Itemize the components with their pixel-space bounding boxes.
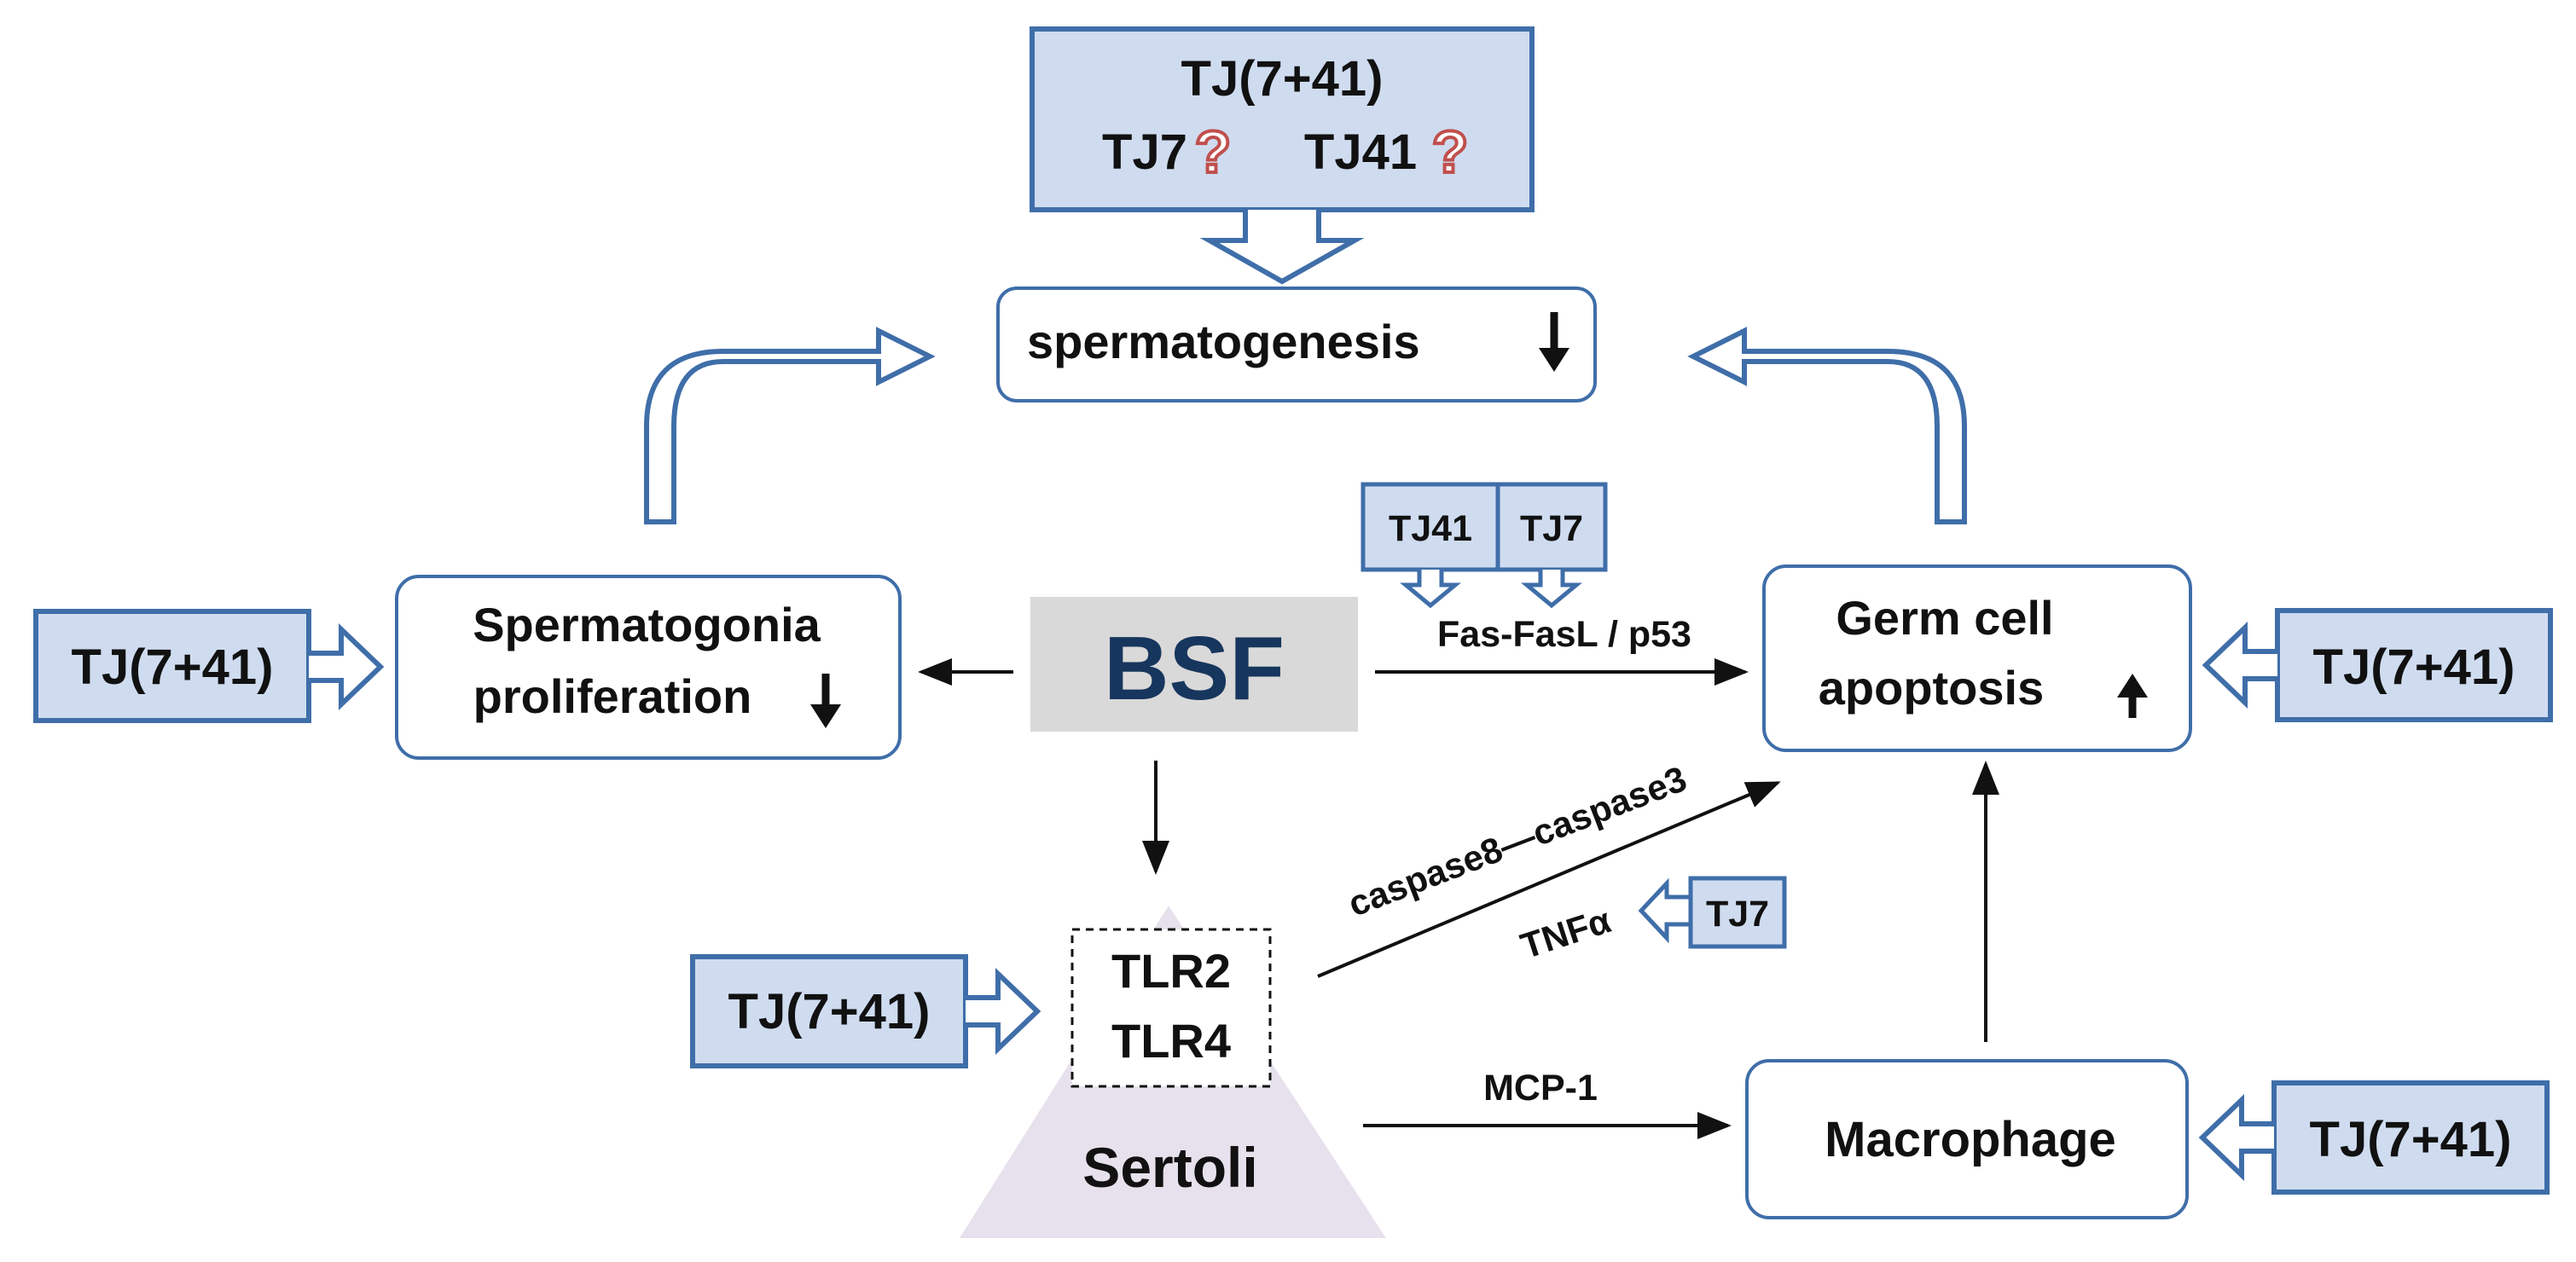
germ-cell-box: [1762, 564, 2192, 752]
down-arrow-icon: [1539, 312, 1569, 372]
macrophage-label: Macrophage: [1825, 1112, 2116, 1167]
node-germ-cell-apoptosis: Germ cell apoptosis: [1762, 564, 2192, 752]
hollow-left-arrow: [2202, 621, 2277, 709]
top-treatment-combined: TJ(7+41): [1181, 51, 1384, 107]
treatment-box-tj7-tnf: [1688, 876, 1787, 949]
germ-cell-label-line1: Germ cell: [1836, 591, 2053, 645]
node-macrophage: Macrophage: [1745, 1059, 2189, 1219]
spermatogonia-label-line1: Spermatogonia: [473, 598, 821, 651]
treatment-box-spermatogonia: [33, 609, 311, 723]
macrophage-box: [1745, 1059, 2189, 1219]
treatment-macrophage: TJ(7+41): [2198, 1080, 2550, 1195]
treatment-tlr: TJ(7+41): [690, 954, 1041, 1068]
treatment-box-tj7: [1495, 482, 1608, 572]
up-arrow-icon: [2117, 674, 2148, 718]
question-mark-icon: ?: [1195, 119, 1232, 185]
treatment-label: TJ(7+41): [2313, 640, 2515, 695]
node-spermatogonia-proliferation: Spermatogonia proliferation: [395, 575, 902, 760]
tlr4-label: TLR4: [1111, 1014, 1231, 1068]
treatment-box-tlr: [690, 954, 968, 1068]
germ-cell-label-line2: apoptosis: [1819, 661, 2044, 715]
treatment-box-macrophage: [2271, 1080, 2550, 1195]
edge-label-tnf: TNFα: [1516, 900, 1616, 966]
treatment-label: TJ(7+41): [728, 984, 931, 1039]
hollow-right-arrow: [309, 622, 385, 711]
hollow-down-arrow: [1400, 570, 1461, 609]
tlr2-label: TLR2: [1111, 944, 1231, 998]
spermatogonia-box: [395, 575, 902, 760]
treatment-box-germ-cell: [2275, 608, 2553, 722]
down-arrow-icon: [810, 674, 841, 728]
top-treatment-box: [1030, 26, 1535, 212]
bsf-box: [1030, 597, 1358, 732]
hollow-down-arrow: [1521, 570, 1582, 609]
treatment-spermatogonia: TJ(7+41): [33, 609, 385, 723]
spermatogenesis-box: [996, 287, 1597, 402]
node-spermatogenesis: spermatogenesis: [996, 287, 1597, 402]
tlr-box: [1070, 928, 1272, 1088]
question-mark-icon: ?: [1432, 119, 1469, 185]
node-bsf: BSF: [1030, 597, 1358, 732]
spermatogonia-label-line2: proliferation: [473, 669, 752, 723]
top-treatment-callout: TJ(7+41) TJ7 ? TJ41 ?: [1030, 26, 1535, 285]
spermatogenesis-label: spermatogenesis: [1027, 315, 1420, 368]
hollow-arrow-spermatogonia-to-spermatogenesis: [644, 327, 936, 524]
hollow-left-arrow: [2198, 1093, 2274, 1182]
sertoli-label: Sertoli: [1082, 1136, 1257, 1199]
top-treatment-tj41: TJ41: [1304, 124, 1417, 180]
arrow-tlr-to-germcell: [1317, 781, 1781, 978]
treatment-tj41-small: TJ41: [1361, 482, 1500, 609]
node-tlr: TLR2 TLR4: [1070, 928, 1272, 1088]
hollow-arrow-germcell-to-spermatogenesis: [1687, 327, 1967, 524]
treatment-germ-cell: TJ(7+41): [2202, 608, 2553, 722]
treatment-tj7-small: TJ7: [1495, 482, 1608, 609]
treatment-label: TJ41: [1389, 508, 1472, 549]
hollow-left-arrow: [1638, 877, 1691, 944]
top-hollow-down-arrow: [1199, 210, 1365, 285]
treatment-label: TJ7: [1520, 508, 1583, 549]
treatment-tj7-tnf: TJ7: [1638, 876, 1787, 949]
treatment-label: TJ7: [1706, 894, 1769, 935]
hollow-right-arrow: [966, 967, 1041, 1056]
top-treatment-tj7: TJ7: [1102, 124, 1187, 180]
edge-label-mcp: MCP-1: [1483, 1068, 1598, 1109]
treatment-label: TJ(7+41): [2310, 1112, 2512, 1167]
bsf-label: BSF: [1104, 618, 1285, 719]
edge-label-fas: Fas-FasL / p53: [1437, 614, 1691, 655]
treatment-label: TJ(7+41): [72, 640, 274, 695]
